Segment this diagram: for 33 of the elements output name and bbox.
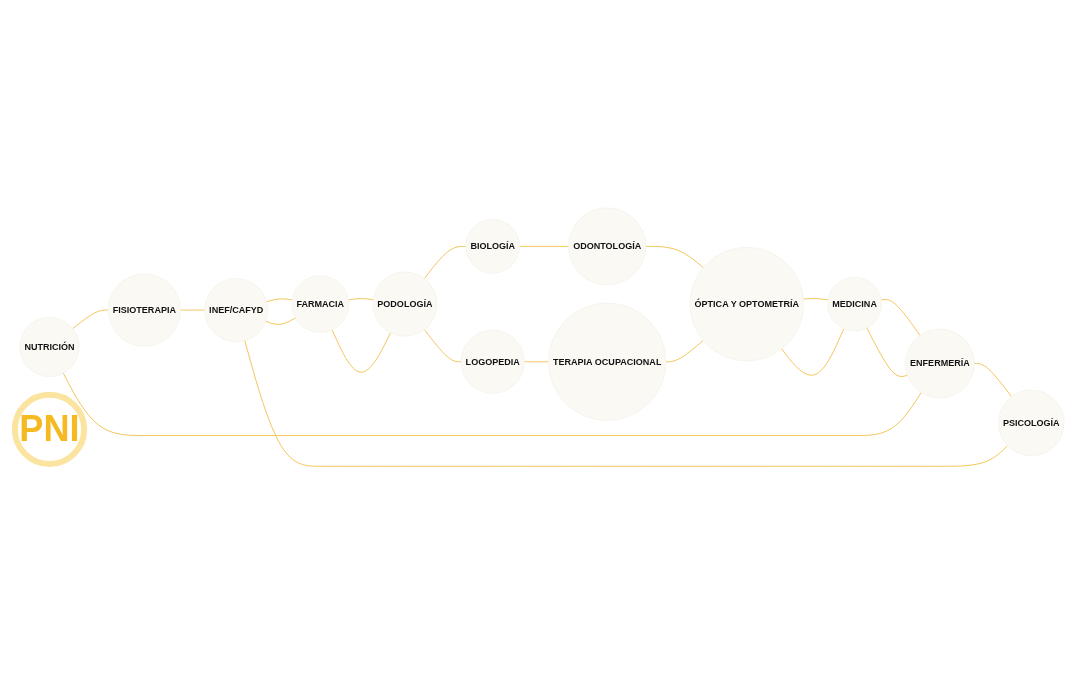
connector	[62, 373, 922, 437]
connector	[72, 310, 109, 330]
connector	[880, 299, 921, 337]
node-circle: FARMACIA	[291, 275, 349, 334]
node-circle: NUTRICIÓN	[19, 317, 80, 378]
connector	[423, 246, 467, 280]
connector	[802, 298, 829, 301]
node-circle: PNI	[11, 392, 88, 468]
connector	[523, 361, 549, 363]
node-circle: MEDICINA	[827, 277, 882, 332]
connector	[180, 310, 206, 311]
connector	[665, 340, 704, 363]
node-circle: ÓPTICA Y OPTOMETRÍA	[689, 247, 804, 362]
connector	[244, 340, 1009, 468]
node-circle: BIOLOGÍA	[465, 219, 520, 274]
node-circle: INEF/CAFYD	[204, 278, 269, 343]
connector	[331, 329, 391, 374]
connector	[781, 328, 845, 377]
connector	[266, 298, 293, 303]
node-circle: LOGOPEDIA	[460, 330, 525, 395]
node-circle: TERAPIA OCUPACIONAL	[548, 303, 667, 422]
node-circle: ODONTOLOGÍA	[568, 207, 647, 286]
connector	[519, 246, 570, 248]
node-circle: PSICOLOGÍA	[998, 390, 1065, 457]
connector	[347, 298, 374, 301]
connector	[973, 363, 1012, 398]
node-circle: ENFERMERÍA	[905, 329, 975, 399]
node-circle: FISIOTERAPIA	[107, 274, 181, 347]
connector	[866, 327, 908, 378]
node-circle: PODOLOGÍA	[372, 272, 438, 337]
connector	[265, 317, 296, 326]
connector	[423, 329, 462, 363]
connector	[645, 246, 704, 269]
